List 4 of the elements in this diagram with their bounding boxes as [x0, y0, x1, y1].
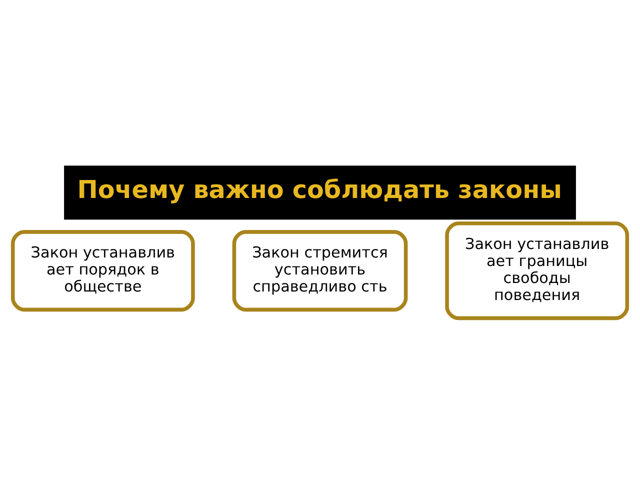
node-box: Закон устанавлив ает порядок в обществе	[10, 230, 195, 312]
node-box: Закон устанавлив ает границы свободы поведения	[445, 222, 630, 320]
diagram-title: Почему важно соблюдать законы	[77, 175, 562, 204]
node-box: Закон стремится установить справедливо сть	[232, 230, 408, 312]
